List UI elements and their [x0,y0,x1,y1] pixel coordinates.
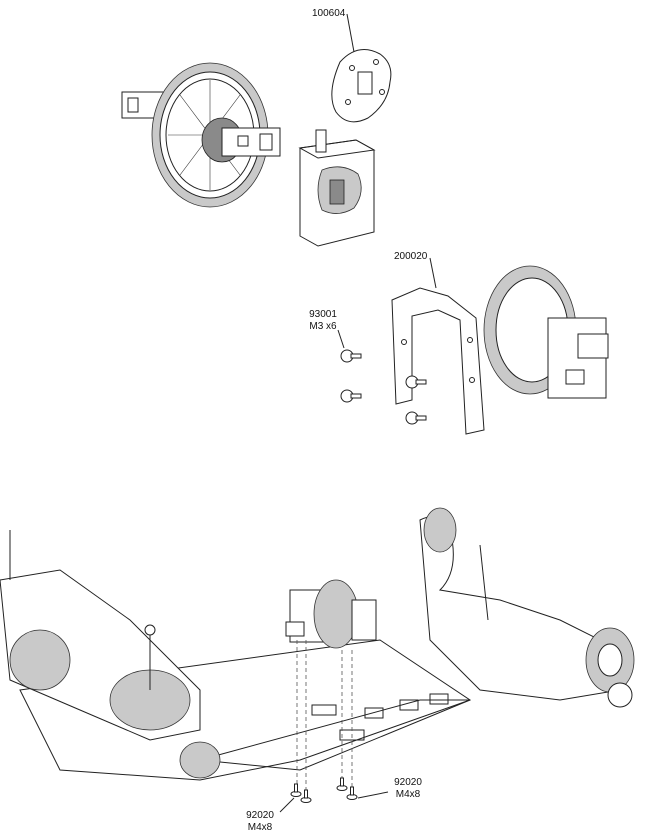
differential-housing-icon [298,129,376,247]
chassis-screw-set-icon [279,777,389,813]
brake-disc-icon [331,13,392,123]
chassis-screw-right-part-number: 92020 [394,777,422,788]
brake-disc-part-number: 100604 [312,8,346,19]
mount-screw-spec: M3 x6 [309,321,337,332]
assembled-differential-icon [483,265,609,399]
rc-chassis-icon [0,507,635,781]
cap-screw-icon [337,329,427,425]
diff-mount-plate-icon [391,257,485,435]
mount-screw-part-number: 93001 [309,309,337,320]
assembly-guide-lines [296,640,353,800]
chassis-screw-right-spec: M4x8 [395,789,421,800]
chassis-screw-left-part-number: 92020 [246,810,274,821]
chassis-screw-left-spec: M4x8 [247,822,273,833]
mount-plate-part-number: 200020 [394,251,428,262]
center-differential-gear-icon [121,62,281,208]
